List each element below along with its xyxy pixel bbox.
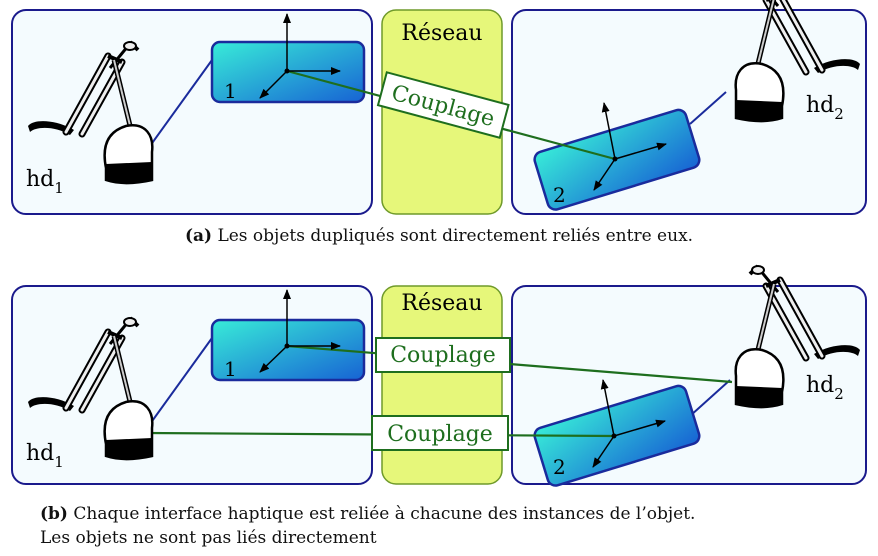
coupling-label-top-b: Couplage: [390, 343, 496, 368]
panel-b: Réseau 1 2 Couplage Couplage: [11, 266, 867, 487]
device-label-hd2-a: hd2: [806, 93, 844, 123]
object-2-label-b: 2: [553, 455, 566, 479]
network-label-b: Réseau: [401, 291, 482, 316]
coupling-label-bottom-b: Couplage: [387, 422, 493, 447]
caption-a-text: Les objets dupliqués sont directement re…: [217, 226, 694, 246]
object-1-b: [210, 318, 366, 382]
coupling-box-a: [376, 71, 510, 139]
axes-object-2-a: [593, 102, 667, 191]
site-left-b: [11, 285, 373, 485]
device-link-hd2-obj2-b: [689, 379, 731, 417]
device-link-hd1-obj1-a: [149, 59, 213, 147]
axes-object-2-b: [592, 379, 666, 468]
caption-b-line1: (b) Chaque interface haptique est reliée…: [40, 502, 860, 526]
device-label-hd2-b: hd2: [806, 373, 844, 403]
device-link-hd2-obj2-a: [689, 91, 727, 125]
object-2-label-a: 2: [553, 183, 566, 207]
axes-object-1-b: [259, 289, 341, 373]
panel-a: Réseau 1 2 Couplage: [11, 0, 867, 215]
device-label-hd1-a: hd1: [26, 167, 64, 197]
network-label-a: Réseau: [401, 21, 482, 46]
caption-b-text-line2: Les objets ne sont pas liés directement: [40, 528, 377, 548]
coupling-box-bottom-b: [371, 415, 509, 451]
caption-b-text-line1: Chaque interface haptique est reliée à c…: [73, 504, 696, 524]
object-1-label-b: 1: [224, 357, 237, 381]
device-label-hd1-b: hd1: [26, 441, 64, 471]
caption-b: (b) Chaque interface haptique est reliée…: [40, 502, 860, 550]
caption-a: (a) Les objets dupliqués sont directemen…: [0, 226, 878, 246]
coupling-box-top-b: [375, 337, 511, 373]
device-link-hd1-obj1-b: [149, 337, 213, 425]
object-1-label-a: 1: [224, 79, 237, 103]
caption-a-tag: (a): [184, 226, 213, 246]
site-left-a: [11, 9, 373, 215]
axes-object-1-a: [259, 13, 341, 99]
caption-b-tag: (b): [40, 504, 68, 524]
